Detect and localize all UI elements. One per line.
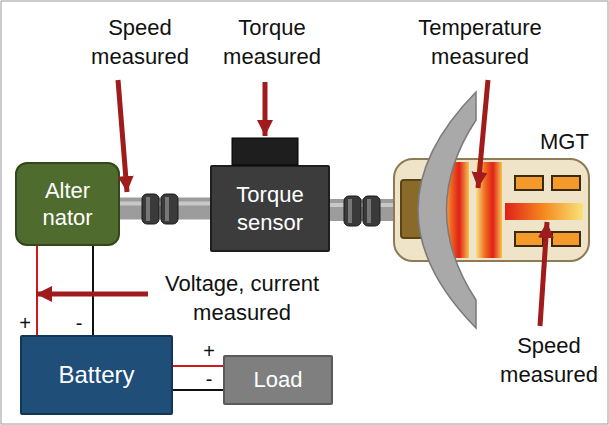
coupling-half <box>142 194 159 224</box>
stator-winding <box>552 232 580 246</box>
measurement-arrow <box>118 80 127 192</box>
terminal-sign: + <box>200 338 218 364</box>
measure-label: Torque measured <box>212 14 332 71</box>
coupling-half <box>363 196 380 226</box>
measure-label: Speed measured <box>80 14 200 71</box>
measure-label: Voltage, current measured <box>146 270 338 327</box>
connector-line <box>173 365 223 367</box>
connector-line <box>92 246 94 335</box>
sensor-head <box>232 138 298 165</box>
wire-pair <box>173 366 223 390</box>
wire-pair <box>37 246 93 335</box>
stator-winding <box>515 176 543 190</box>
coupling-shine <box>165 197 169 221</box>
node-text: Alter nator <box>17 177 118 232</box>
coupling-half <box>344 196 361 226</box>
terminal-sign: + <box>16 310 34 336</box>
measure-label: Temperature measured <box>400 14 560 71</box>
shaft-coupling <box>344 196 380 226</box>
torque-sensor-box: Torque sensor <box>210 165 330 252</box>
load-box: Load <box>223 355 333 405</box>
shaft-coupling <box>142 194 178 224</box>
measurement-arrow <box>540 222 547 326</box>
terminal-sign: - <box>200 366 218 392</box>
coupling-shine <box>146 197 150 221</box>
node-text: MGT <box>540 128 589 156</box>
node-text: Battery <box>58 360 134 390</box>
battery-box: Battery <box>20 335 173 415</box>
measurement-arrow <box>478 80 488 188</box>
coupling-shine <box>348 199 352 223</box>
coupling-half <box>161 194 178 224</box>
air-duct <box>418 92 476 328</box>
node-text: Load <box>254 366 303 394</box>
measure-label: Speed measured <box>494 332 604 389</box>
stator-winding <box>515 232 543 246</box>
measurement-arrow <box>36 292 148 297</box>
generator-rotor <box>505 203 583 220</box>
connector-line <box>173 389 223 391</box>
coupling-shine <box>367 199 371 223</box>
alternator-box: Alter nator <box>15 162 120 246</box>
node-text: Torque sensor <box>212 181 328 236</box>
connector-line <box>36 246 38 335</box>
stator-winding <box>552 176 580 190</box>
measurement-arrow <box>263 82 268 136</box>
terminal-sign: - <box>70 310 88 336</box>
